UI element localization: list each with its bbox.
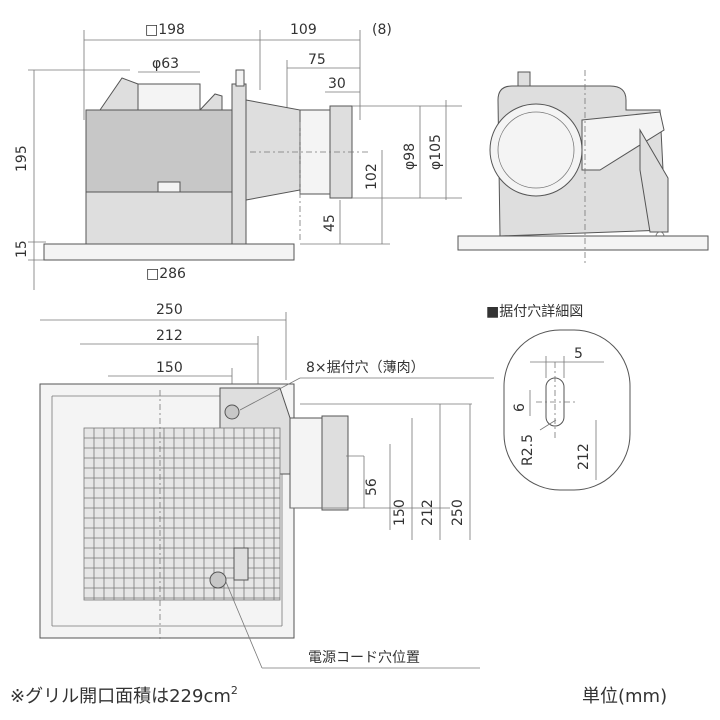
dim-8: (8)	[372, 22, 392, 38]
dim-v-56: 56	[364, 478, 380, 496]
dim-109: 109	[290, 22, 317, 38]
detail-title: ■据付穴詳細図	[486, 304, 583, 320]
detail-dim-6: 6	[512, 403, 528, 412]
cord-hole-label: 電源コード穴位置	[308, 650, 420, 666]
grille-area-text: ※グリル開口面積は229cm	[10, 686, 231, 707]
mount-holes-label: 8×据付穴（薄肉）	[306, 360, 425, 376]
dim-base-286: □286	[146, 266, 186, 282]
dim-75: 75	[308, 52, 326, 68]
dim-102: 102	[364, 163, 380, 190]
mount-hole-detail: ■据付穴詳細図 5 6 R2.5 212	[486, 304, 631, 491]
dim-v-150: 150	[392, 499, 408, 526]
dim-plan-250: 250	[156, 302, 183, 318]
dim-phi98: φ98	[402, 143, 418, 170]
dim-height-195: 195	[14, 145, 30, 172]
dim-plan-150: 150	[156, 360, 183, 376]
dim-45: 45	[322, 214, 338, 232]
grille-area-note: ※グリル開口面積は229cm2	[10, 684, 238, 707]
dim-base-15: 15	[14, 240, 30, 258]
dim-v-212: 212	[420, 499, 436, 526]
grille-area-superscript: 2	[231, 684, 238, 697]
dim-plan-212: 212	[156, 328, 183, 344]
end-view	[457, 70, 709, 265]
unit-label: 単位(mm)	[582, 686, 667, 707]
detail-dim-212: 212	[576, 443, 592, 470]
side-view: □198 109 (8) φ63 75 30 195 15 □286 φ98 φ…	[14, 22, 462, 290]
dim-30: 30	[328, 76, 346, 92]
dim-width-198: □198	[145, 22, 185, 38]
grille-mesh	[83, 427, 281, 601]
footer: ※グリル開口面積は229cm2 単位(mm)	[10, 684, 667, 707]
plan-view: 250 212 150 8×据付穴（薄肉） 56 150 212 250 電源コ…	[39, 302, 494, 669]
detail-dim-5: 5	[574, 346, 583, 362]
dim-phi63: φ63	[152, 56, 179, 72]
dim-v-250: 250	[450, 499, 466, 526]
detail-dim-r25: R2.5	[520, 434, 536, 466]
dim-phi105: φ105	[428, 134, 444, 170]
